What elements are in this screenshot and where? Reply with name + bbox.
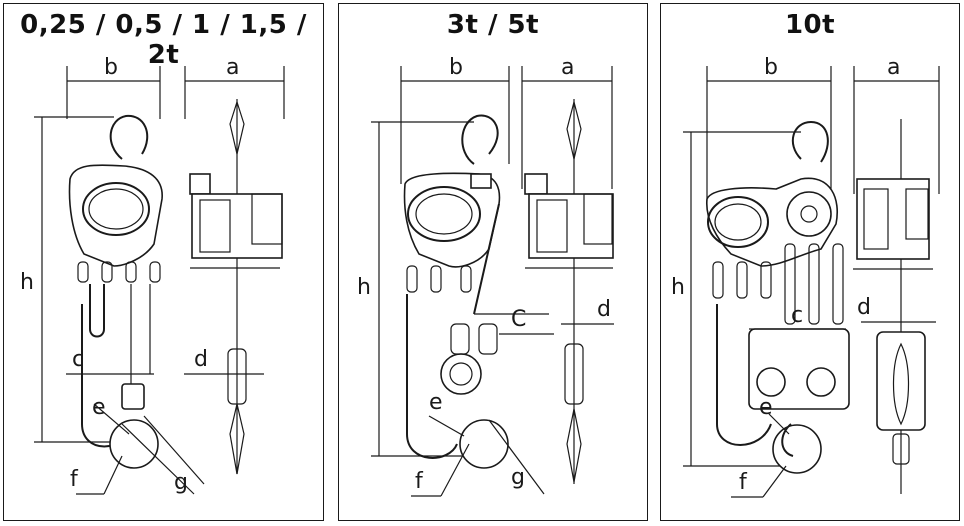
label-a: a: [226, 55, 239, 80]
label-a: a: [561, 55, 574, 80]
panel-small-capacity: 0,25 / 0,5 / 1 / 1,5 / 2t b a h: [3, 3, 324, 521]
label-b: b: [764, 55, 778, 80]
panel-title: 0,25 / 0,5 / 1 / 1,5 / 2t: [20, 10, 307, 70]
panel-title: 10t: [784, 10, 836, 40]
panel-10t: 10t b a h: [660, 3, 960, 521]
label-f: f: [739, 470, 748, 495]
dimension-h: h: [671, 131, 811, 467]
label-b: b: [104, 55, 118, 80]
panel-3t-5t: 3t / 5t b a h: [338, 3, 648, 521]
dimension-b: b: [400, 55, 510, 184]
label-d: d: [194, 347, 208, 372]
label-c: c: [72, 347, 84, 372]
label-f: f: [70, 467, 79, 492]
hand-chain: [406, 203, 500, 315]
label-f: f: [415, 469, 424, 494]
label-e: e: [429, 390, 443, 415]
side-view: d: [184, 99, 283, 475]
label-g: g: [511, 465, 525, 490]
label-e: e: [759, 395, 773, 420]
label-g: g: [174, 470, 188, 495]
chain-hoist-drawing: b a h C: [357, 55, 614, 497]
label-b: b: [449, 55, 463, 80]
label-c: c: [791, 303, 803, 328]
hand-chain: [77, 261, 161, 338]
label-d: d: [597, 297, 611, 322]
dimension-h: h: [20, 116, 124, 443]
panel-title: 3t / 5t: [446, 10, 540, 40]
hand-chain: [712, 243, 844, 325]
side-view: d: [853, 119, 936, 494]
dimension-h: h: [357, 121, 479, 457]
label-e: e: [92, 395, 106, 420]
dimension-b: b: [66, 55, 161, 119]
label-a: a: [887, 55, 900, 80]
dimension-a: a: [853, 55, 940, 194]
label-h: h: [357, 275, 371, 300]
label-h: h: [671, 275, 685, 300]
label-d: d: [857, 295, 871, 320]
chain-hoist-drawing: b a h: [20, 55, 285, 495]
chain-hoist-drawing: b a h: [671, 55, 940, 498]
dimension-a: a: [184, 55, 285, 119]
dimension-a: a: [521, 55, 613, 189]
dimension-b: b: [706, 55, 832, 204]
label-c: C: [511, 307, 526, 332]
label-h: h: [20, 270, 34, 295]
side-view: d: [524, 99, 614, 484]
